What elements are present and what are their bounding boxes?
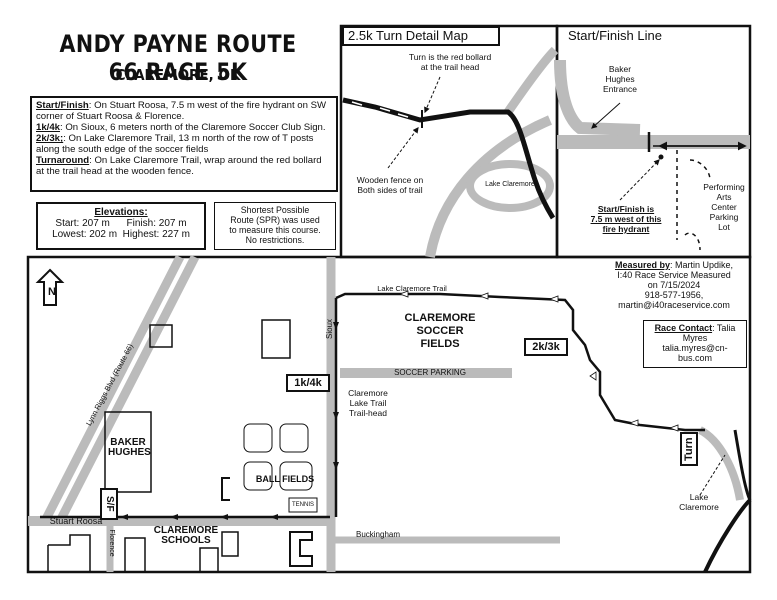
soccer-parking-label: SOCCER PARKING [394, 368, 466, 377]
main-lake-line1: Lake [689, 492, 709, 502]
spr-line3: to measure this course. [229, 225, 321, 235]
map-subtitle: CLAREMORE, OK [115, 66, 241, 84]
fence-label-line1: Wooden fence on [356, 175, 424, 185]
lake-trail-label: Lake Claremore Trail [377, 284, 447, 293]
race-contact-box: Race Contact: Talia Myres talia.myres@cn… [643, 320, 747, 368]
contact-line3: talia.myres@cn- [662, 343, 728, 353]
trailhead-line1: Claremore [348, 388, 388, 398]
soccer-line3: FIELDS [420, 338, 460, 350]
schools-label: CLAREMORE SCHOOLS [146, 526, 226, 546]
spr-line2: Route (SPR) was used [230, 215, 320, 225]
bollard-label: Turn is the red bollard at the trail hea… [400, 52, 500, 72]
ball-fields-label: BALL FIELDS [255, 474, 315, 484]
trailhead-line2: Lake Trail [349, 398, 387, 408]
main-lake-label: Lake Claremore [676, 492, 722, 512]
elevations-line2: Lowest: 202 m Highest: 227 m [52, 229, 190, 240]
trailhead-label: Claremore Lake Trail Trail-head [340, 388, 396, 418]
map-title: ANDY PAYNE ROUTE 66 RACE 5K [59, 30, 297, 86]
pac-line4: Parking [709, 212, 739, 222]
contact-label: Race Contact [654, 323, 713, 333]
baker-hughes-label: BAKER HUGHES [108, 437, 151, 458]
pac-line5: Lot [718, 222, 730, 232]
soccer-line1: CLAREMORE [404, 312, 476, 324]
north-arrow-icon [35, 268, 65, 306]
start-finish-map [554, 59, 750, 251]
sf-hydrant-line2: 7.5 m west of this [590, 214, 662, 224]
main-map [28, 254, 752, 573]
measured-line2: I:40 Race Service Measured [617, 270, 731, 280]
pac-line1: Performing [703, 182, 745, 192]
north-label: N [48, 286, 56, 298]
elevations-line1: Start: 207 m Finish: 207 m [55, 218, 187, 229]
lake-shape [466, 160, 554, 212]
measured-name: : Martin Updike, [670, 260, 734, 270]
turnaround-label: Turnaround [36, 155, 90, 166]
schools-line1: CLAREMORE [153, 525, 219, 536]
contact-name: : Talia [712, 323, 736, 333]
pac-line3: Center [711, 202, 737, 212]
elevations-heading: Elevations: [94, 207, 148, 218]
elevations-box: Elevations: Start: 207 m Finish: 207 m L… [36, 202, 206, 250]
k1-4-marker: 1k/4k [286, 374, 330, 392]
k1-4-label: 1k/4k [36, 122, 61, 133]
fence-label: Wooden fence on Both sides of trail [345, 175, 435, 195]
measured-label: Measured by [614, 260, 670, 270]
soccer-fields-label: CLAREMORE SOCCER FIELDS [400, 312, 480, 351]
baker-hughes-building [104, 411, 152, 493]
tennis-label: TENNIS [291, 502, 314, 508]
contact-line4: bus.com [677, 353, 712, 363]
buckingham-label: Buckingham [355, 530, 401, 539]
sf-hydrant-line3: fire hydrant [602, 224, 650, 234]
k2-3-marker: 2k/3k [524, 338, 568, 356]
sf-marker: S/F [100, 488, 118, 520]
measured-by-block: Measured by: Martin Updike, I:40 Race Se… [604, 260, 744, 310]
start-finish-title: Start/Finish Line [568, 28, 662, 43]
contact-line2: Myres [682, 333, 708, 343]
stuart-roosa-label: Stuart Roosa [49, 516, 103, 526]
baker-hughes-line1: BAKER [110, 437, 146, 448]
baker-hughes-line2: HUGHES [108, 447, 151, 458]
start-finish-text: : On Stuart Roosa, 7.5 m west of the fir… [36, 100, 327, 122]
baker-entrance-line2: Hughes [605, 74, 635, 84]
spr-line4: No restrictions. [245, 235, 305, 245]
soccer-line2: SOCCER [416, 325, 464, 337]
start-finish-label: Start/Finish [36, 100, 89, 111]
pac-label: Performing Arts Center Parking Lot [700, 182, 748, 232]
main-lake-line2: Claremore [679, 502, 719, 512]
bollard-label-line2: at the trail head [420, 62, 480, 72]
k1-4-text: : On Sioux, 6 meters north of the Clarem… [60, 122, 326, 133]
measured-line4: 918-577-1956, [644, 290, 704, 300]
spr-line1: Shortest Possible [240, 205, 310, 215]
baker-entrance-line3: Entrance [602, 84, 638, 94]
turn-detail-title: 2.5k Turn Detail Map [342, 26, 500, 46]
florence-label: Florence [108, 529, 115, 557]
baker-entrance-line1: Baker [608, 64, 632, 74]
k2-3-text: : On Lake Claremore Trail, 13 m north of… [36, 133, 314, 155]
sf-hydrant-line1: Start/Finish is [597, 204, 655, 214]
trailhead-line3: Trail-head [349, 408, 387, 418]
turn-detail-route [342, 97, 556, 220]
turnaround-text: : On Lake Claremore Trail, wrap around t… [36, 155, 322, 177]
bollard-label-line1: Turn is the red bollard [408, 52, 492, 62]
turn-detail-lake-label: Lake Claremore [485, 181, 535, 188]
schools-line2: SCHOOLS [161, 535, 211, 546]
fence-label-line2: Both sides of trail [357, 185, 423, 195]
fire-hydrant [658, 154, 664, 160]
sf-hydrant-label: Start/Finish is 7.5 m west of this fire … [580, 204, 672, 234]
turn-detail-map [342, 46, 559, 258]
measured-line5: martin@i40raceservice.com [618, 300, 730, 310]
turn-marker: Turn [680, 432, 698, 466]
pac-line2: Arts [716, 192, 732, 202]
measured-line3: on 7/15/2024 [647, 280, 701, 290]
baker-entrance-label: Baker Hughes Entrance [590, 64, 650, 94]
spr-note: Shortest Possible Route (SPR) was used t… [214, 202, 336, 250]
course-description: Start/Finish: On Stuart Roosa, 7.5 m wes… [30, 96, 338, 192]
main-map-panel [26, 255, 752, 574]
sioux-label: Sioux [325, 319, 334, 340]
k2-3-label: 2k/3k; [36, 133, 64, 144]
